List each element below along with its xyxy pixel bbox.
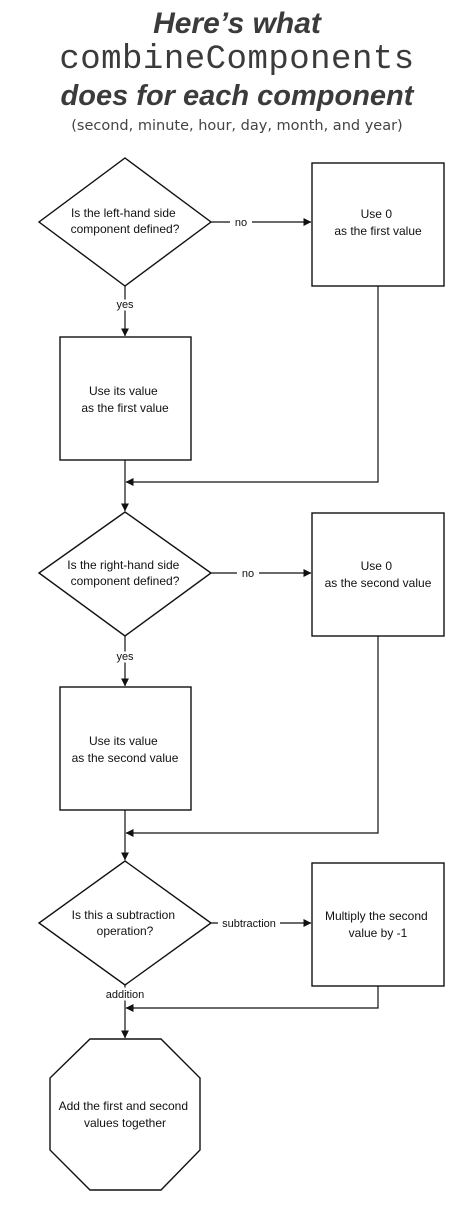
label-d1-yes: yes xyxy=(116,299,134,311)
label-d3-subtraction: subtraction xyxy=(222,918,276,930)
svg-text:Use 0 as the second valu: Use 0 as the second value xyxy=(325,559,432,590)
edge-b5-merge xyxy=(125,986,379,1012)
title-line-1: Here’s what xyxy=(153,7,321,40)
svg-text:Is the right-hand side c: Is the right-hand side component defined… xyxy=(67,558,182,588)
box-multiply-second-line2: value by -1 xyxy=(349,926,408,940)
box-use-value-second-line2: as the second value xyxy=(72,751,179,765)
svg-text:Is this a subtraction op: Is this a subtraction operation? xyxy=(72,908,179,938)
svg-text:Add the first and second: Add the first and second values together xyxy=(59,1099,192,1130)
box-use-zero-first-line1: Use 0 xyxy=(361,207,393,221)
title-code: combineComponents xyxy=(59,41,415,79)
decision-left-defined: Is the left-hand side component defined? xyxy=(37,157,213,287)
end-add-values-line1: Add the first and second xyxy=(59,1099,188,1113)
edge-b1-merge xyxy=(125,286,379,486)
end-add-values-line2: values together xyxy=(84,1116,166,1130)
decision-subtraction-line1: Is this a subtraction xyxy=(72,908,175,922)
box-use-value-first-line1: Use its value xyxy=(89,384,158,398)
label-d2-yes: yes xyxy=(116,651,134,663)
decision-right-defined-line1: Is the right-hand side xyxy=(67,558,179,572)
box-use-zero-second-line2: as the second value xyxy=(325,576,432,590)
edge-labels: no yes no yes subtraction addition xyxy=(103,214,280,1004)
edges xyxy=(121,218,379,1039)
box-multiply-second-line1: Multiply the second xyxy=(325,909,428,923)
decision-subtraction-line2: operation? xyxy=(97,924,154,938)
svg-text:Use 0 as the first value: Use 0 as the first value xyxy=(334,207,422,238)
label-d1-no: no xyxy=(235,217,247,229)
box-use-value-second-line1: Use its value xyxy=(89,734,158,748)
svg-text:Multiply the second valu: Multiply the second value by -1 xyxy=(325,909,431,940)
box-use-zero-second-line1: Use 0 xyxy=(361,559,393,573)
subtitle: (second, minute, hour, day, month, and y… xyxy=(71,118,403,134)
end-add-values: Add the first and second values together xyxy=(49,1038,201,1191)
box-use-zero-second: Use 0 as the second value xyxy=(311,512,445,637)
edge-b3-merge xyxy=(125,636,379,837)
decision-left-defined-line2: component defined? xyxy=(71,222,180,236)
box-multiply-second: Multiply the second value by -1 xyxy=(311,862,445,987)
svg-text:Is the left-hand side co: Is the left-hand side component defined? xyxy=(71,206,180,236)
box-use-zero-first: Use 0 as the first value xyxy=(311,162,445,287)
box-use-zero-first-line2: as the first value xyxy=(334,224,422,238)
decision-subtraction: Is this a subtraction operation? xyxy=(37,860,213,986)
decision-right-defined: Is the right-hand side component defined… xyxy=(37,511,213,637)
decision-left-defined-line1: Is the left-hand side xyxy=(71,206,176,220)
label-d2-no: no xyxy=(242,568,254,580)
svg-text:Use its value as the sec: Use its value as the second value xyxy=(72,734,179,765)
box-use-value-first-line2: as the first value xyxy=(81,401,169,415)
decision-right-defined-line2: component defined? xyxy=(71,574,180,588)
box-use-value-first: Use its value as the first value xyxy=(59,336,192,461)
svg-text:Use its value as the fir: Use its value as the first value xyxy=(81,384,169,415)
label-d3-addition: addition xyxy=(106,989,145,1001)
title-line-3: does for each component xyxy=(60,80,414,112)
box-use-value-second: Use its value as the second value xyxy=(59,686,192,811)
